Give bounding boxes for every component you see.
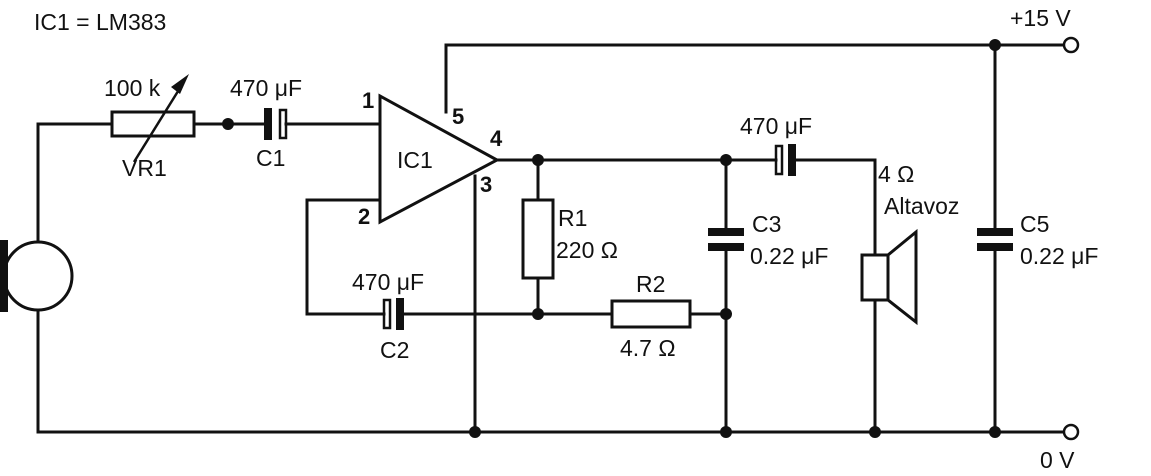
ic1-pin-2: 2 bbox=[358, 204, 370, 229]
c3-ref: C3 bbox=[752, 211, 781, 237]
ic1-pin-5: 5 bbox=[452, 104, 464, 129]
ic1-ref: IC1 bbox=[397, 147, 433, 173]
r1-resistor bbox=[521, 198, 555, 280]
speaker-label: Altavoz bbox=[884, 193, 959, 219]
c2-ref: C2 bbox=[380, 337, 409, 363]
c1-value: 470 μF bbox=[230, 75, 302, 101]
junction-dot bbox=[222, 118, 234, 130]
junction-dot bbox=[532, 154, 544, 166]
c5-ref: C5 bbox=[1020, 211, 1049, 237]
c3-value: 0.22 μF bbox=[750, 243, 828, 269]
vr1-ref: VR1 bbox=[122, 155, 167, 181]
junction-dots bbox=[222, 39, 1001, 438]
junction-dot bbox=[720, 426, 732, 438]
ground-terminal bbox=[1062, 423, 1080, 441]
c2-value: 470 μF bbox=[352, 269, 424, 295]
junction-dot bbox=[720, 154, 732, 166]
c4-capacitor bbox=[774, 144, 796, 176]
microphone-symbol bbox=[0, 240, 74, 312]
r2-ref: R2 bbox=[636, 271, 665, 297]
speaker-impedance: 4 Ω bbox=[878, 161, 914, 187]
r1-value: 220 Ω bbox=[556, 237, 618, 263]
c1-capacitor bbox=[264, 108, 288, 140]
supply-label: +15 V bbox=[1010, 5, 1071, 31]
ic1-pin-1: 1 bbox=[362, 88, 374, 113]
ic1-pin-4: 4 bbox=[490, 126, 503, 151]
junction-dot bbox=[532, 308, 544, 320]
c5-capacitor bbox=[977, 228, 1013, 251]
vr1-value: 100 k bbox=[104, 75, 161, 101]
r1-ref: R1 bbox=[558, 205, 587, 231]
c3-capacitor bbox=[708, 228, 744, 251]
junction-dot bbox=[989, 39, 1001, 51]
supply-terminal bbox=[1062, 36, 1080, 54]
c4-value: 470 μF bbox=[740, 113, 812, 139]
r2-resistor bbox=[610, 299, 692, 329]
c2-capacitor bbox=[382, 298, 404, 330]
ic1-pin-3: 3 bbox=[480, 172, 492, 197]
junction-dot bbox=[720, 308, 732, 320]
speaker-icon bbox=[860, 228, 918, 326]
c5-value: 0.22 μF bbox=[1020, 243, 1098, 269]
ic-note: IC1 = LM383 bbox=[34, 9, 166, 35]
junction-dot bbox=[989, 426, 1001, 438]
r2-value: 4.7 Ω bbox=[620, 335, 676, 361]
ic1-amplifier bbox=[378, 93, 501, 225]
junction-dot bbox=[869, 426, 881, 438]
vr1-potentiometer bbox=[110, 74, 196, 163]
c1-ref: C1 bbox=[256, 145, 285, 171]
junction-dot bbox=[469, 426, 481, 438]
ground-label: 0 V bbox=[1040, 447, 1075, 473]
